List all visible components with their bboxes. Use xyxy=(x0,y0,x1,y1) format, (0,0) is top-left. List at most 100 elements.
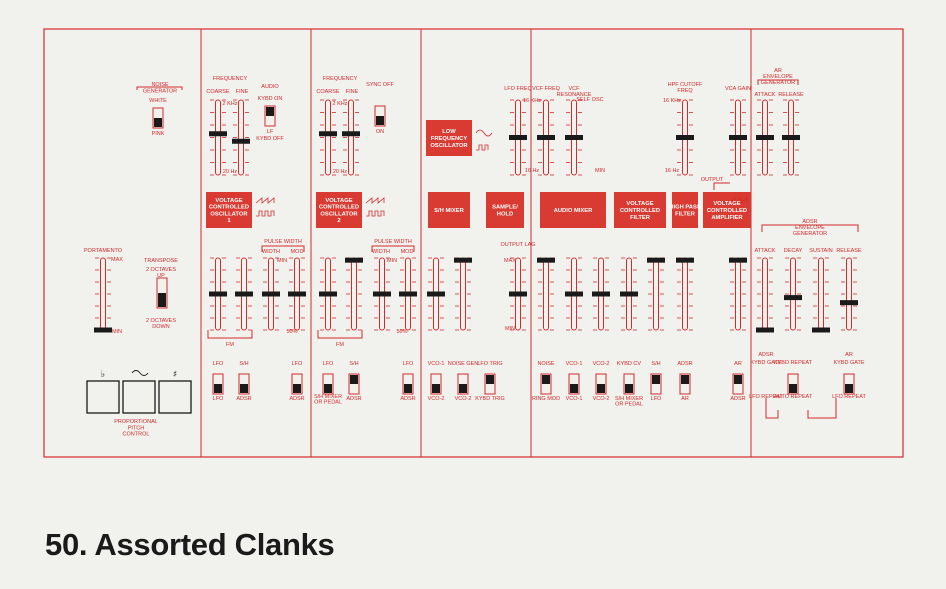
pitch-pad-flat[interactable] xyxy=(86,380,120,414)
vco2-fm2-slider-track xyxy=(351,257,357,331)
mix-vco2-slider-knob[interactable] xyxy=(592,291,610,297)
adsr-attack-label: ATTACK xyxy=(755,248,776,254)
module-hpf xyxy=(672,192,698,228)
square-wave-icon xyxy=(256,210,275,217)
selector-switch-9-lever[interactable] xyxy=(542,375,550,384)
vco2-fm1-slider-knob[interactable] xyxy=(319,291,337,297)
vco1-fine-slider-knob[interactable] xyxy=(232,138,250,144)
sh-vco1-slider-knob[interactable] xyxy=(427,291,445,297)
output-label: OUTPUT xyxy=(701,177,724,183)
sh-noise-slider-track xyxy=(460,257,466,331)
sh-vco1-label: VCO-1 xyxy=(428,361,445,367)
max-label: MAX xyxy=(111,257,123,263)
vco1-fm1-slider-knob[interactable] xyxy=(209,291,227,297)
lag-max-label: MAX xyxy=(504,258,516,264)
transpose-switch-lever[interactable] xyxy=(158,293,166,307)
pitch-pad-sharp[interactable] xyxy=(158,380,192,414)
selector-switch-4-lever[interactable] xyxy=(350,375,358,384)
selector-switch-12-lever[interactable] xyxy=(625,384,633,393)
selector-switch-3-lever[interactable] xyxy=(324,384,332,393)
vcf-freq-slider-knob[interactable] xyxy=(537,135,555,140)
vco1-pulse-width-label: PULSE WIDTH xyxy=(264,239,302,245)
vcf-resonance-slider-knob[interactable] xyxy=(565,135,583,140)
res-min-label: MIN xyxy=(595,168,605,174)
ar-release-slider-knob[interactable] xyxy=(782,135,800,140)
module-vcf xyxy=(614,192,666,228)
vco2-fine-label: FINE xyxy=(346,89,359,95)
vco1-coarse-slider-track xyxy=(215,99,221,176)
vco2-pw-width-slider-knob[interactable] xyxy=(373,291,391,297)
sh-vco2b-label: VCO-2 xyxy=(455,396,472,402)
vcf-adsr-slider-knob[interactable] xyxy=(676,257,694,263)
ring-mod-label: RING MOD xyxy=(532,396,560,402)
adsr-attack-slider-track xyxy=(762,257,768,331)
selector-switch-7-lever[interactable] xyxy=(459,384,467,393)
vco1-pw-min-label: MIN xyxy=(277,258,287,264)
adsr-sustain-slider-track xyxy=(818,257,824,331)
sync-switch-lever[interactable] xyxy=(376,116,384,125)
selector-switch-17-lever[interactable] xyxy=(845,384,853,393)
vco2-coarse-slider-knob[interactable] xyxy=(319,131,337,137)
ar-attack-slider-knob[interactable] xyxy=(756,135,774,140)
selector-switch-5-lever[interactable] xyxy=(404,384,412,393)
lfo-freq-slider-knob[interactable] xyxy=(509,135,527,140)
mod-source-bottom-0: LFO xyxy=(213,396,224,402)
vcf-sh-slider-knob[interactable] xyxy=(647,257,665,263)
hpf-cutoff-slider-knob[interactable] xyxy=(676,135,694,140)
audio-label: AUDIO xyxy=(261,84,279,90)
selector-switch-1-lever[interactable] xyxy=(240,384,248,393)
vco1-coarse-slider-knob[interactable] xyxy=(209,131,227,137)
output-lag-slider-knob[interactable] xyxy=(509,291,527,297)
selector-switch-8-frame xyxy=(484,373,496,395)
vco1-fm2-slider-knob[interactable] xyxy=(235,291,253,297)
adsr-decay-slider-knob[interactable] xyxy=(784,295,802,301)
vco2-fine-slider-knob[interactable] xyxy=(342,131,360,137)
vco2-pw-mod-slider-knob[interactable] xyxy=(399,291,417,297)
sh-noise-slider-knob[interactable] xyxy=(454,257,472,263)
selector-switch-11-lever[interactable] xyxy=(597,384,605,393)
selector-switch-14-lever[interactable] xyxy=(681,375,689,384)
adsr-release-slider-knob[interactable] xyxy=(840,300,858,306)
selector-switch-2-lever[interactable] xyxy=(293,384,301,393)
vco2-fm2-slider-knob[interactable] xyxy=(345,257,363,263)
selector-switch-6-frame xyxy=(430,373,442,395)
adsr-attack-slider-knob[interactable] xyxy=(756,327,774,333)
vcf-kybd-slider-knob[interactable] xyxy=(620,291,638,297)
vco1-pw-mod-slider-knob[interactable] xyxy=(288,291,306,297)
selector-switch-6-lever[interactable] xyxy=(432,384,440,393)
vca-gain-slider-knob[interactable] xyxy=(729,135,747,140)
mix-noise-slider-knob[interactable] xyxy=(537,257,555,263)
mix-vco1-slider-knob[interactable] xyxy=(565,291,583,297)
portamento-slider-knob[interactable] xyxy=(94,327,112,333)
vco1-pw-width-slider-knob[interactable] xyxy=(262,291,280,297)
noise-switch-lever[interactable] xyxy=(154,118,162,127)
vco1-frequency-label: FREQUENCY xyxy=(213,76,248,82)
selector-switch-8-lever[interactable] xyxy=(486,375,494,384)
audio-lf-switch-lever[interactable] xyxy=(266,107,274,116)
mod-source-top-2: LFO xyxy=(292,361,303,367)
vca-ar-label: AR xyxy=(734,361,742,367)
vco2-mod-label: MOD xyxy=(401,249,414,255)
selector-switch-15-lever[interactable] xyxy=(734,375,742,384)
noise-switch-frame xyxy=(152,107,164,129)
selector-switch-10-lever[interactable] xyxy=(570,384,578,393)
adsr-lfo-repeat-label: LFO REPEAT xyxy=(749,394,783,400)
adsr-sustain-slider-knob[interactable] xyxy=(812,327,830,333)
selector-switch-16-lever[interactable] xyxy=(789,384,797,393)
module-label: AUDIO MIXER xyxy=(554,208,593,214)
pitch-pad-tilde[interactable] xyxy=(122,380,156,414)
lfo-freq-label: LFO FREQ xyxy=(504,86,532,92)
vca-ar-slider-knob[interactable] xyxy=(729,257,747,263)
vco2-coarse-label: COARSE xyxy=(316,89,340,95)
mod-source-bottom-1: ADSR xyxy=(236,396,251,402)
vca-ar-slider-track xyxy=(735,257,741,331)
pulse-width-bracket xyxy=(261,245,305,252)
vcf-16hz-label: 16 Hz xyxy=(525,168,540,174)
selector-switch-0-lever[interactable] xyxy=(214,384,222,393)
selector-switch-1-frame xyxy=(238,373,250,395)
selector-switch-0-frame xyxy=(212,373,224,395)
selector-switch-13-lever[interactable] xyxy=(652,375,660,384)
